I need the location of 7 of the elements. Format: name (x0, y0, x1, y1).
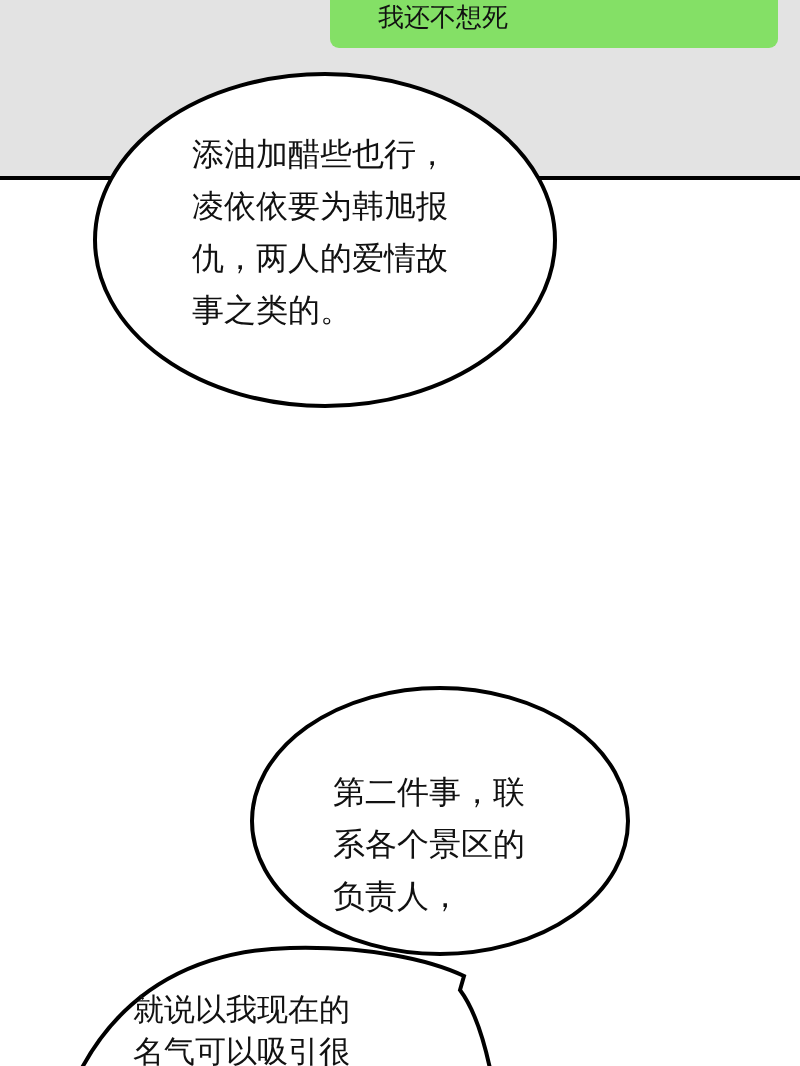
speech-bubble (250, 686, 630, 956)
speech-text: 就说以我现在的名气可以吸引很 (133, 990, 351, 1066)
chat-message-bubble (330, 0, 778, 48)
speech-text: 我还不想死 (378, 2, 509, 32)
speech-text: 添油加醋些也行，凌依依要为韩旭报仇，两人的爱情故事之类的。 (192, 134, 449, 331)
speech-text: 第二件事，联系各个景区的负责人， (333, 772, 526, 917)
speech-bubble (93, 72, 557, 408)
